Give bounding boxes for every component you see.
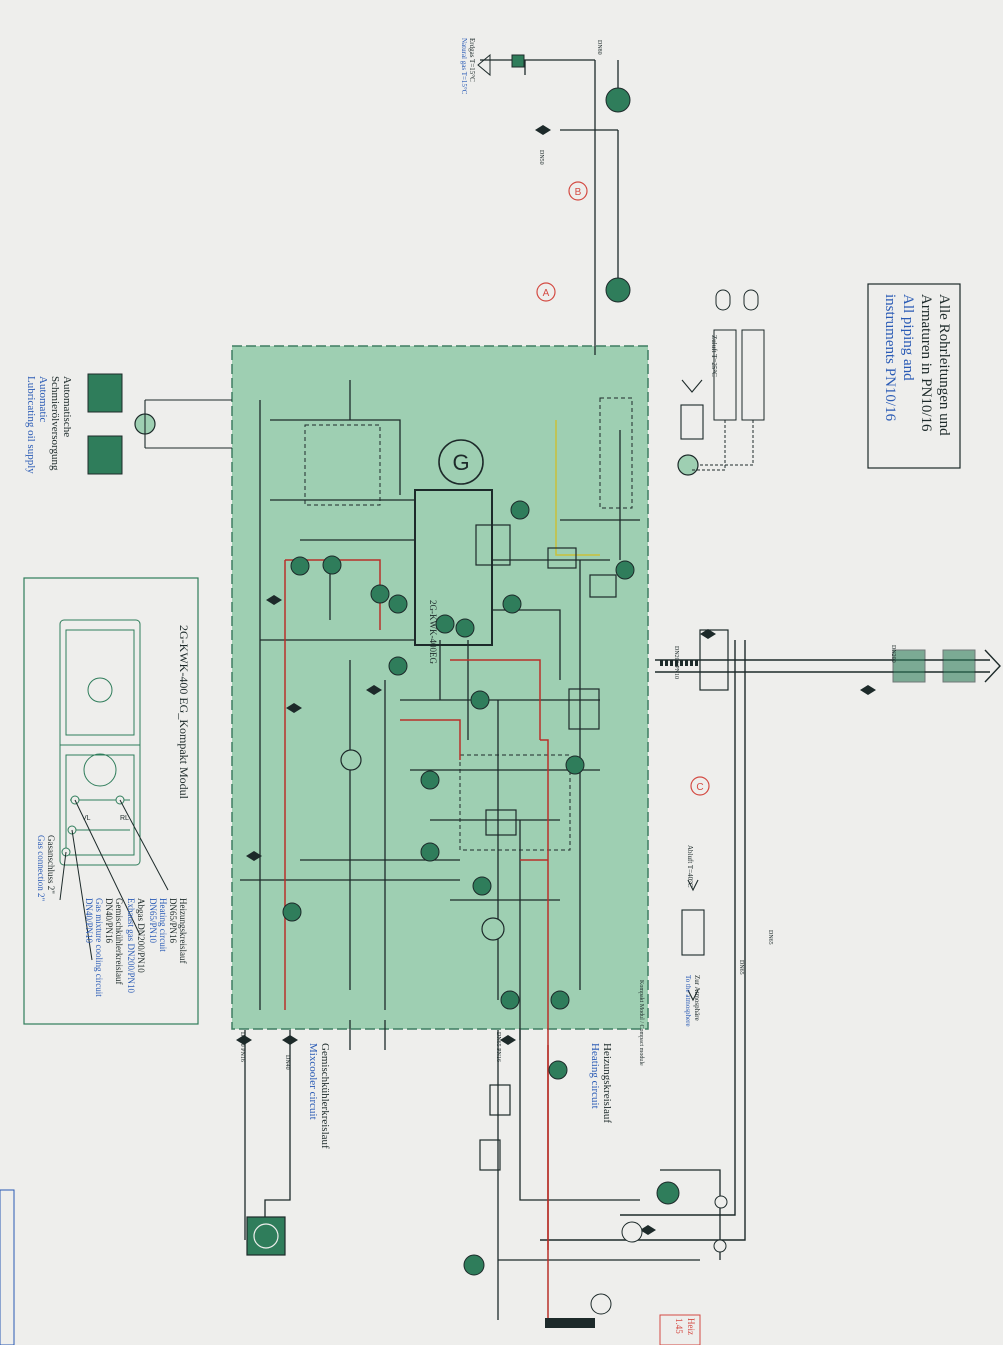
title-de-line2: Armaturen in PN10/16 xyxy=(918,294,934,432)
dn-label-6: DN80 xyxy=(596,40,602,55)
air-inlet-label: Zuluft T=25°C xyxy=(710,335,718,377)
marker-b: B xyxy=(568,181,588,201)
external-instruments xyxy=(463,1060,728,1315)
legend-heating-de: Heizungskreislauf xyxy=(178,898,188,963)
dn-label-5: DN65 xyxy=(738,960,744,975)
legend-leader-lines xyxy=(59,799,169,961)
room-sensors xyxy=(690,289,765,471)
exhaust-arrow-icon xyxy=(984,649,1001,683)
dn-label-9: DN40 xyxy=(284,1055,290,1070)
heat-exchanger-icon xyxy=(475,524,617,1171)
partial-box-line2: 1.45 xyxy=(674,1318,684,1334)
silencer-2 xyxy=(942,649,976,683)
partial-frame-left xyxy=(0,1189,15,1345)
exhaust-air-label: Abluft T=40°C xyxy=(686,845,694,888)
legend-heating-dn: DN65/PN16 xyxy=(168,898,178,944)
dry-cooler xyxy=(246,1216,286,1256)
exhaust-pipes xyxy=(540,640,990,1241)
title-de-line1: Alle Rohrleitungen und xyxy=(936,294,952,436)
module-legend-box xyxy=(23,577,199,1025)
svg-text:C: C xyxy=(696,782,703,793)
module-name: 2G-KWK-400 EG_Kompakt Modul xyxy=(177,625,191,800)
lube-de-line1: Automatische xyxy=(61,376,73,437)
legend-gas-en: Gas connection 2" xyxy=(36,835,46,901)
atmosphere-en: To the atmosphere xyxy=(684,975,692,1027)
partial-box xyxy=(659,1314,701,1345)
module-outline-drawing xyxy=(59,619,141,866)
mix-circuit-de: Gemischkühlerkreislauf xyxy=(319,1043,331,1149)
mixing-unit-box xyxy=(459,754,571,851)
heating-coil xyxy=(545,1318,595,1328)
dn-label-3: DN200/PN10 xyxy=(673,646,679,679)
dry-cooler-fan-icon xyxy=(253,1223,279,1249)
rl-label: RL xyxy=(120,815,129,822)
gas-filter xyxy=(511,54,525,68)
lube-en-line1: Automatic xyxy=(37,376,49,423)
marker-c: C xyxy=(690,776,710,796)
dn-label-1: DN65 PN16 xyxy=(495,1032,501,1062)
marker-a: A xyxy=(536,282,556,302)
legend-mix-dn-en: DN40/PN10 xyxy=(84,898,94,944)
svg-text:B: B xyxy=(575,187,582,198)
waste-oil-tank xyxy=(87,435,123,475)
instruments xyxy=(282,500,635,1010)
gas-inlet-de: Erdgas T=15°C xyxy=(468,38,476,82)
engine-block xyxy=(414,489,493,646)
partial-box-line1: Heiz xyxy=(686,1318,696,1335)
gas-inlet-en: Natural gas T=15°C xyxy=(460,38,468,95)
gas-supply-pipes xyxy=(480,59,619,355)
mix-circuit-en: Mixcooler circuit xyxy=(307,1043,319,1120)
title-en-line2: instruments PN10/16 xyxy=(882,294,898,422)
compact-module-label: Kompakt Modul / Compact module xyxy=(638,980,644,1066)
silencer-1 xyxy=(892,649,926,683)
engine-label: 2G-KWK-400EG xyxy=(428,600,438,664)
fan-icon xyxy=(680,379,705,1002)
dn-label-7: DN50 xyxy=(538,150,544,165)
mixcooler-pipes xyxy=(244,1020,386,1240)
exhaust-heat-exchanger xyxy=(699,629,729,691)
legend-exhaust-de: Abgas DN200/PN10 xyxy=(136,898,146,973)
dn-label-8: DN200 xyxy=(890,645,896,663)
title-en-line1: All piping and xyxy=(900,294,916,381)
heating-circuit-de: Heizungskreislauf xyxy=(601,1043,613,1123)
air-filter-box xyxy=(599,397,633,509)
lube-de-line2: Schmierölversorgung xyxy=(49,376,61,471)
dn-label-4: DN65 xyxy=(767,930,773,945)
atmosphere-de: Zur Atmosphäre xyxy=(693,975,701,1021)
lube-en-line2: Lubricating oil supply xyxy=(25,376,37,474)
legend-gas-de: Gasanschluss 2" xyxy=(46,835,56,894)
svg-text:A: A xyxy=(543,288,550,299)
vl-label: VL xyxy=(82,815,91,822)
fresh-oil-tank xyxy=(87,373,123,413)
legend-mix-de: Gemischkühlerkreislauf xyxy=(114,898,124,984)
external-heating-pipes xyxy=(497,1030,721,1320)
legend-mix-en: Gas mixture cooling circuit xyxy=(94,898,104,997)
legend-heating-en: Heating circuit xyxy=(158,898,168,952)
oil-unit-box xyxy=(304,424,381,506)
pump-icon xyxy=(134,413,699,941)
dn-label-2: DN40 PN16 xyxy=(239,1032,245,1062)
title-box xyxy=(867,283,961,469)
heating-circuit-en: Heating circuit xyxy=(589,1043,601,1109)
legend-exhaust-en: Exhaust gas DN200/PN10 xyxy=(126,898,136,993)
gas-meter-icon xyxy=(605,87,631,303)
lube-oil-pipes xyxy=(144,399,232,449)
valve-icon xyxy=(236,125,876,1235)
legend-heating-dn-en: DN65/PN10 xyxy=(148,898,158,944)
gas-line xyxy=(555,420,600,556)
legend-mix-dn: DN40/PN16 xyxy=(104,898,114,944)
gas-inlet-arrow-icon xyxy=(477,53,491,77)
generator-symbol: G xyxy=(452,450,469,475)
generator-icon xyxy=(438,439,484,485)
